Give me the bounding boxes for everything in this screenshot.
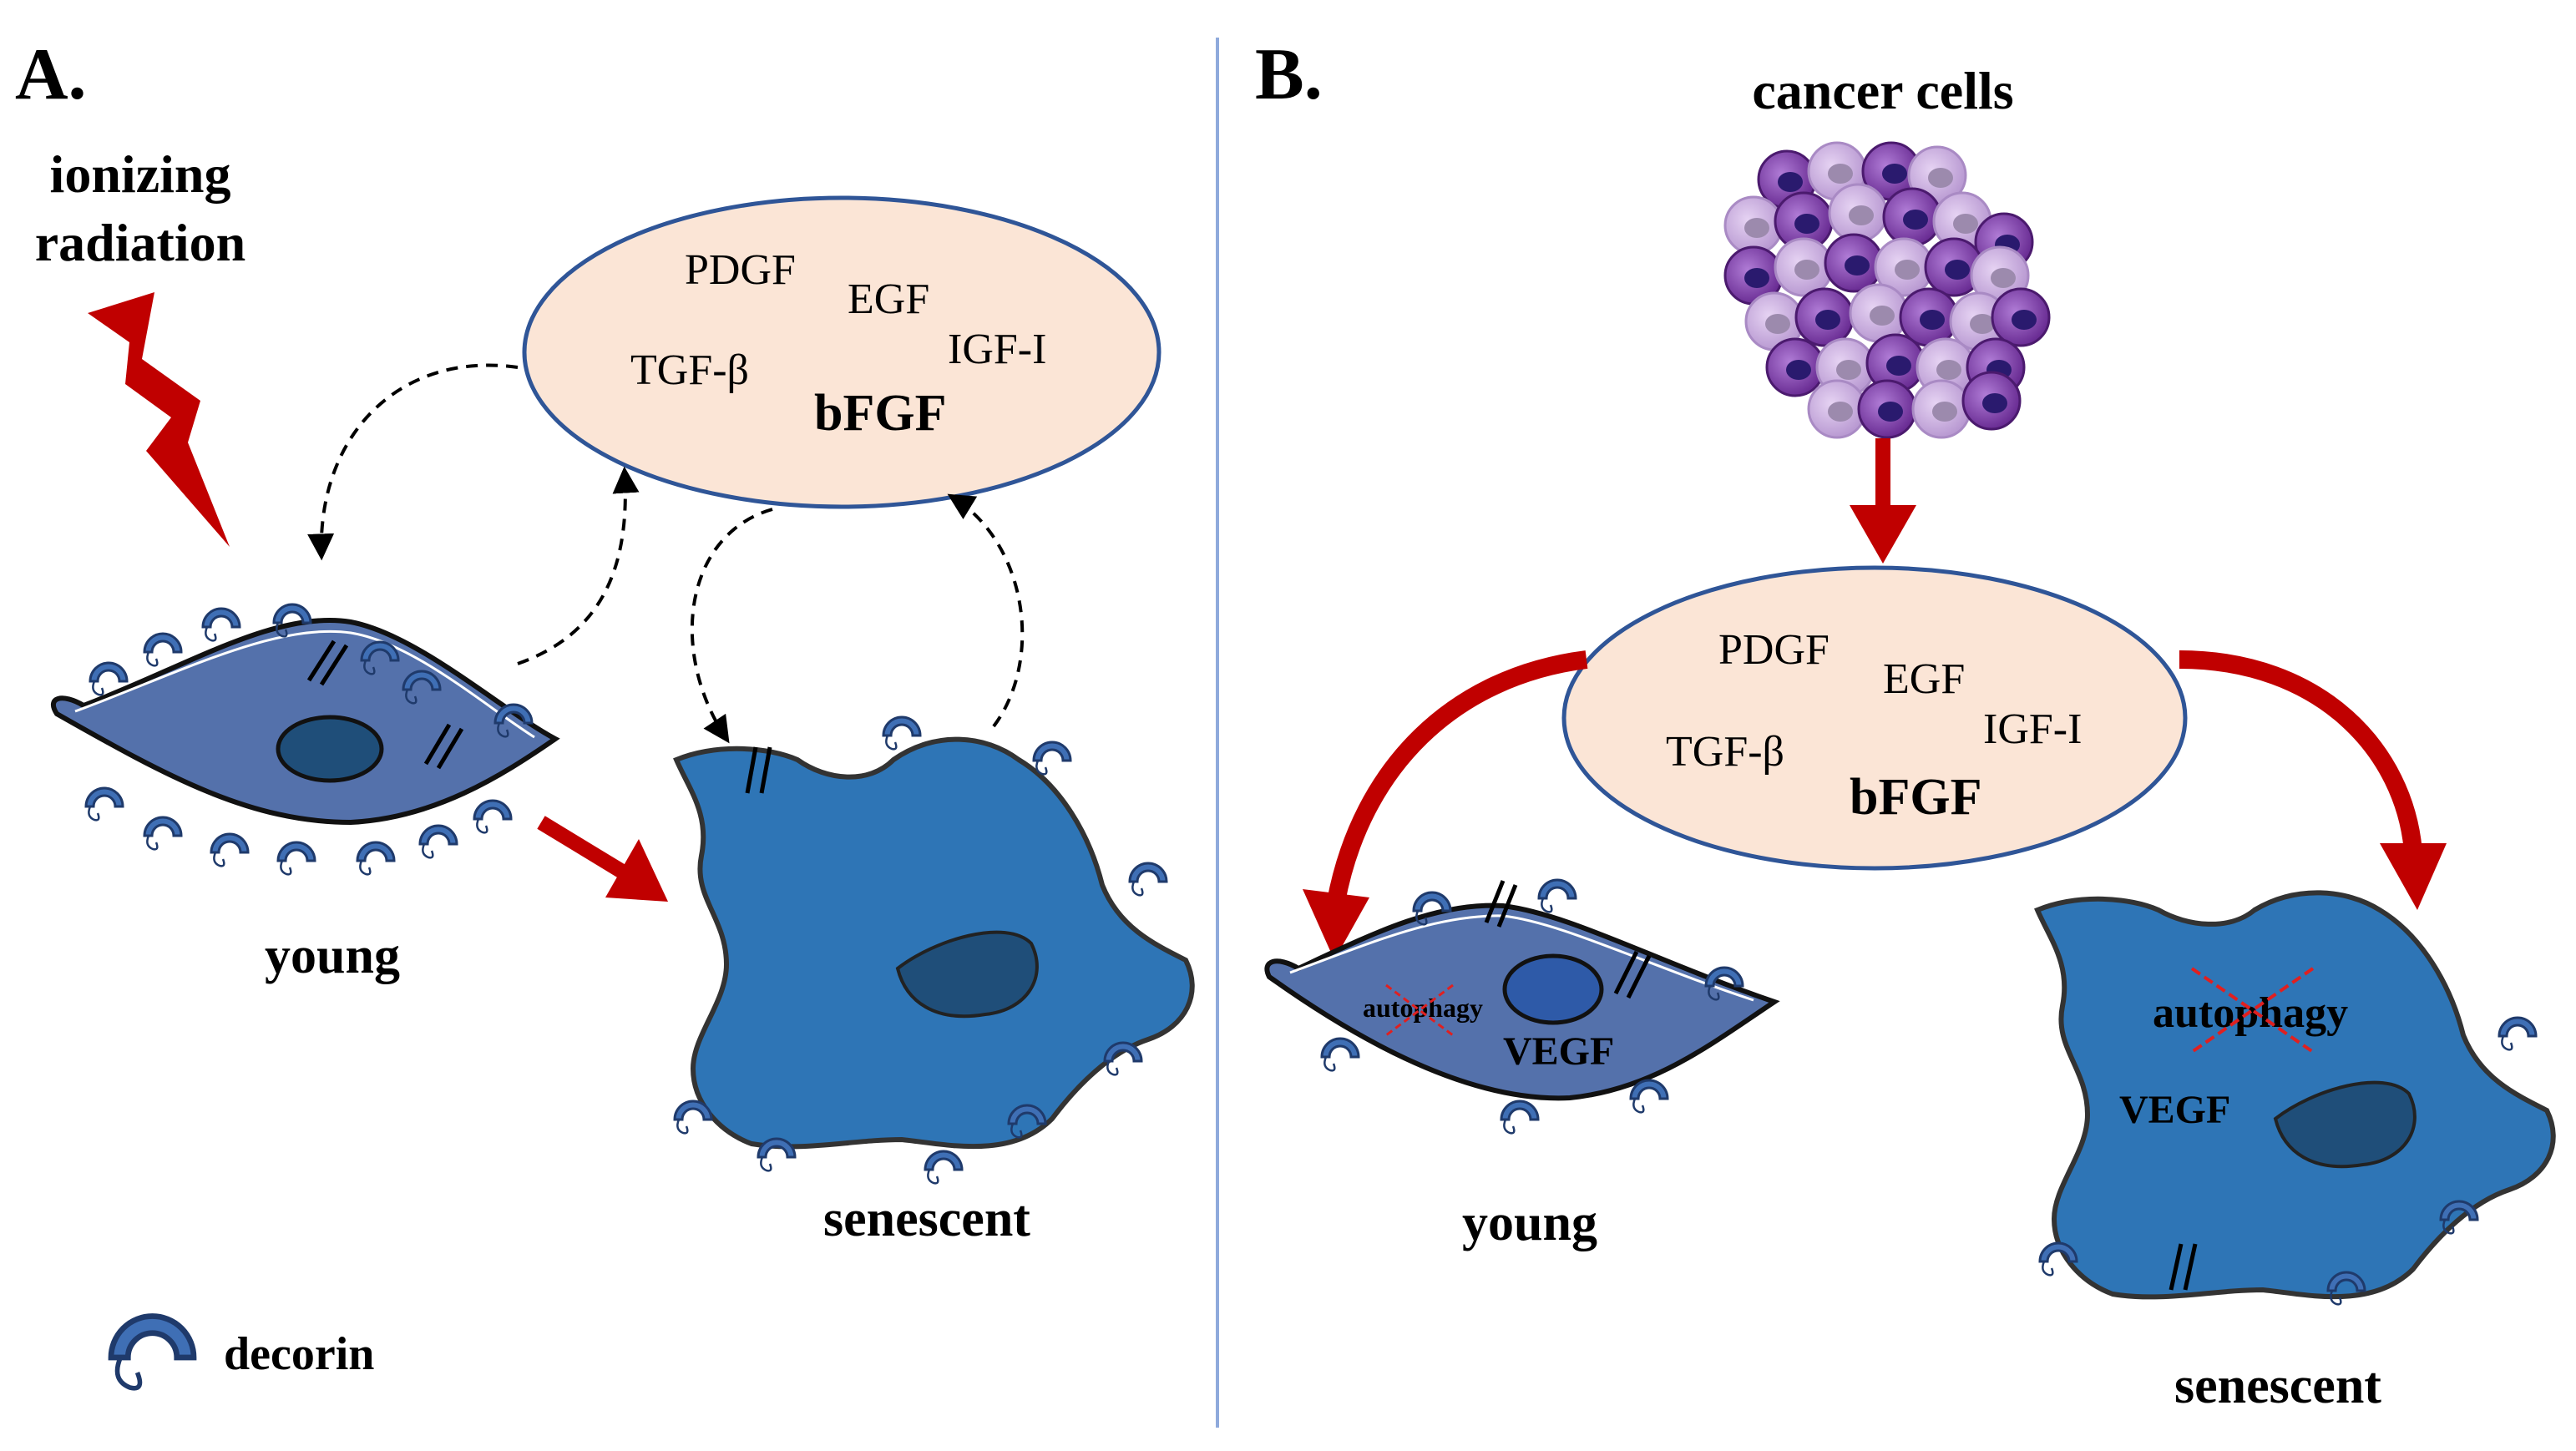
autophagy-inhibited-mark-senescent [2190,967,2315,1054]
growth-factor-ellipse-a [522,195,1161,509]
cancer-cell-nucleus [1744,218,1769,238]
dashed-arrow-senescent-to-ellipse [947,493,1025,728]
cancer-cell-nucleus [1970,314,1995,334]
cancer-cell-nucleus [1828,402,1853,422]
panel-b-label: B. [1255,34,1323,115]
cancer-cell-cluster [1723,141,2051,439]
young-label-b: young [1462,1195,1597,1251]
senescent-cell-b [2034,890,2556,1300]
cancer-cell-nucleus [1744,268,1769,288]
stimulus-label-line2: radiation [35,213,245,272]
arrow-factors-to-senescent [2179,650,2447,910]
factor-egf-b: EGF [1883,655,1965,703]
decorin-legend-label: decorin [224,1328,374,1380]
cancer-cell-nucleus [1794,214,1819,234]
young-label-a: young [265,928,400,984]
cancer-cell-nucleus [1849,205,1874,225]
cancer-cell-nucleus [1836,360,1861,380]
factor-pdgf-b: PDGF [1718,626,1830,674]
cancer-cell-nucleus [1786,360,1811,380]
cancer-cells-label: cancer cells [1752,61,2013,120]
senescent-label-a: senescent [823,1191,1030,1247]
senescent-cell-b-nucleus [2273,1080,2417,1169]
cancer-cell-nucleus [1945,260,1970,280]
senescent-vegf-label: VEGF [2119,1088,2230,1132]
cancer-cell-nucleus [1953,214,1978,234]
cancer-cell-nucleus [1778,172,1803,192]
cancer-cell-nucleus [1765,314,1790,334]
senescent-cell-a-nucleus [895,930,1039,1019]
autophagy-inhibited-mark-young [1385,983,1454,1037]
cancer-cell-nucleus [1895,260,1920,280]
dashed-arrow-ellipse-to-senescent [690,508,773,744]
arrow-young-to-senescent [537,816,668,902]
cancer-cell-nucleus [1920,310,1945,330]
cancer-cell-nucleus [1828,164,1853,184]
cancer-cell-nucleus [1932,402,1957,422]
factor-tgfb-a: TGF-β [630,346,749,394]
dashed-arrow-ellipse-to-young [307,363,519,561]
cancer-cell-nucleus [1936,360,1961,380]
factor-tgfb-b: TGF-β [1666,728,1784,776]
young-vegf-label: VEGF [1503,1029,1614,1074]
cancer-cell-nucleus [1878,402,1903,422]
factor-egf-a: EGF [848,276,929,323]
senescent-label-b: senescent [2174,1357,2381,1414]
panel-a-label: A. [15,34,87,115]
young-cell-a-nucleus [276,715,384,783]
senescent-cell-a [673,736,1195,1150]
cancer-cell-nucleus [1982,393,2007,413]
cancer-cell-nucleus [1794,260,1819,280]
arrow-cancer-to-factors [1850,438,1916,564]
cancer-cell-nucleus [2012,310,2037,330]
arrow-factors-to-young [1303,650,1588,960]
young-cell-a [50,617,560,826]
stimulus-label-line1: ionizing [50,144,231,204]
young-cell-b-nucleus [1502,953,1604,1025]
cancer-cell-nucleus [1991,268,2016,288]
factor-igf-b: IGF-I [1983,705,2082,753]
cancer-cell-nucleus [1886,356,1911,376]
factor-bfgf-a: bFGF [814,385,946,442]
decorin-legend-icon [111,1317,194,1388]
cancer-cell-nucleus [1815,310,1840,330]
cancer-cell-nucleus [1928,168,1953,188]
growth-factor-ellipse-b [1561,565,2188,871]
factor-bfgf-b: bFGF [1850,769,1981,826]
cancer-cell-nucleus [1903,210,1928,230]
cancer-cell-nucleus [1845,255,1870,276]
factor-igf-a: IGF-I [948,326,1046,373]
cancer-cell-nucleus [1870,306,1895,326]
dashed-arrow-young-to-ellipse [517,466,640,665]
lightning-bolt-icon [88,292,230,547]
cancer-cell-nucleus [1882,164,1907,184]
factor-pdgf-a: PDGF [685,246,796,294]
